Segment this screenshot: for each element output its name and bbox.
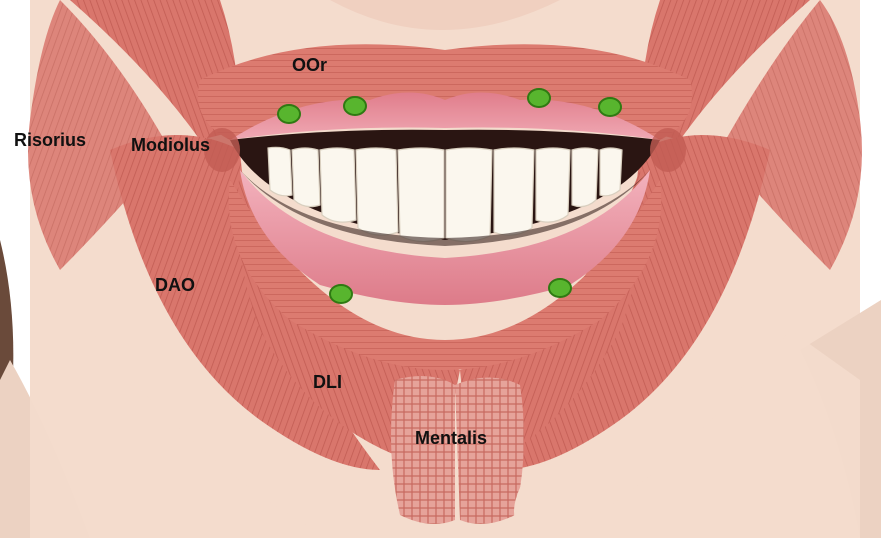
- label-oor: OOr: [292, 56, 327, 74]
- label-mentalis: Mentalis: [415, 429, 487, 447]
- mentalis-right: [455, 378, 524, 525]
- label-dao: DAO: [155, 276, 195, 294]
- injection-point-marker: [330, 285, 352, 303]
- modiolus-right: [650, 128, 686, 172]
- label-dli: DLI: [313, 373, 342, 391]
- label-risorius: Risorius: [14, 131, 86, 149]
- injection-point-marker: [549, 279, 571, 297]
- injection-point-marker: [599, 98, 621, 116]
- injection-point-marker: [528, 89, 550, 107]
- injection-point-marker: [278, 105, 300, 123]
- label-modiolus: Modiolus: [131, 136, 210, 154]
- injection-point-marker: [344, 97, 366, 115]
- mentalis-left: [391, 376, 455, 524]
